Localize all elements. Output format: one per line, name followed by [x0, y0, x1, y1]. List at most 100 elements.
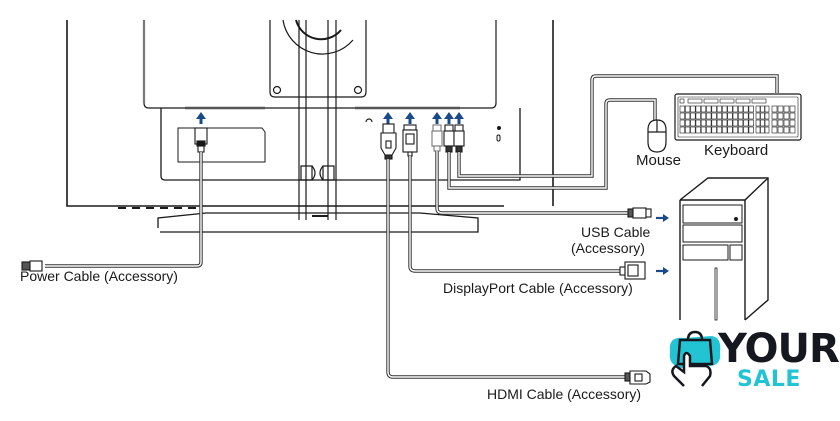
hdmi-cable-label: HDMI Cable (Accessory) [487, 386, 642, 402]
keyboard-key [700, 126, 707, 134]
keyboard-key [679, 112, 685, 120]
usb-upstream-cable [435, 151, 628, 215]
keyboard-key [700, 105, 707, 113]
keyboard-key [722, 119, 728, 127]
keyboard-key [748, 119, 754, 127]
dp-right-arrow-icon [656, 267, 669, 275]
keyboard-key [695, 119, 701, 127]
mouse-icon [647, 119, 667, 153]
keyboard-key [789, 112, 796, 120]
headphone-port-icon [365, 118, 373, 123]
keyboard-key [737, 126, 744, 134]
keyboard-key [748, 112, 754, 120]
usb-up-arrow-icon [432, 112, 442, 124]
keyboard-key [751, 98, 767, 104]
hdmi-plug-icon [380, 123, 397, 160]
hdmi-cable-end-icon [624, 370, 651, 385]
keyboard-key [777, 126, 784, 134]
usb-upstream-plug-icon [431, 124, 443, 152]
keyboard-key [777, 112, 784, 120]
keyboard-key [737, 119, 744, 127]
keyboard-key [719, 98, 735, 104]
monitor-back [66, 20, 554, 209]
keyboard-key [706, 119, 712, 127]
usb-cable-label-line2: (Accessory) [571, 240, 645, 256]
keyboard-key [760, 119, 765, 127]
keyboard-key [783, 112, 790, 120]
keyboard-key [789, 119, 796, 127]
keyboard-key [771, 119, 778, 127]
keyboard-key [727, 105, 733, 113]
usb-right-arrow-icon [656, 214, 669, 222]
keyboard-key [743, 112, 749, 120]
keyboard-key [764, 112, 770, 120]
pc-arrows [656, 214, 669, 275]
keyboard-key [732, 112, 738, 120]
watermark-sale: SALE [737, 367, 801, 392]
displayport-plug-icon [402, 124, 418, 157]
keyboard-key [690, 112, 696, 120]
usb-cable-label-line1: USB Cable [581, 224, 651, 240]
keyboard-key [764, 105, 770, 113]
keyboard-key [789, 126, 796, 134]
keyboard-key [748, 105, 754, 113]
keyboard-key [684, 105, 691, 113]
monitor-connectors [194, 123, 465, 160]
keyboard-key [695, 112, 701, 120]
keyboard-key [679, 126, 685, 134]
keyboard-key [711, 119, 717, 127]
kensington-lock-icon [496, 126, 501, 142]
keyboard-key [690, 126, 696, 134]
displayport-cable-label: DisplayPort Cable (Accessory) [443, 280, 633, 296]
keyboard-key [695, 105, 701, 113]
keyboard-key [755, 105, 761, 113]
keyboard-key [711, 126, 717, 134]
keyboard-key [706, 105, 712, 113]
keyboard-key [777, 119, 784, 127]
keyboard-key [764, 126, 770, 134]
keyboard-key [760, 126, 765, 134]
keyboard-key [735, 98, 751, 104]
keyboard-key [760, 112, 765, 120]
keyboard-key [727, 126, 733, 134]
keyboard-key [760, 105, 765, 113]
keyboard-key [679, 119, 685, 127]
keyboard-key [764, 119, 770, 127]
usb-down1-arrow-icon [444, 112, 454, 124]
keyboard-key [706, 126, 712, 134]
keyboard-key [783, 119, 790, 127]
keyboard-key [722, 105, 728, 113]
keyboard-key [687, 98, 703, 104]
dp-arrow-icon [405, 112, 415, 124]
keyboard-key [711, 105, 717, 113]
keyboard-key [679, 98, 685, 104]
usb-cable-end-icon [627, 207, 652, 219]
usb-downstream-plug2-icon [453, 124, 465, 153]
keyboard-key [690, 105, 696, 113]
displayport-cable-end-icon [619, 261, 646, 280]
power-cable-end-icon [21, 260, 43, 272]
stand [157, 20, 479, 233]
watermark-your: YOUR [718, 326, 840, 372]
power-arrow-icon [196, 112, 206, 124]
keyboard-key [706, 112, 712, 120]
keyboard-key [722, 126, 728, 134]
keyboard-key [783, 105, 790, 113]
keyboard-key [732, 126, 738, 134]
keyboard-key [771, 105, 778, 113]
keyboard-icon [674, 93, 802, 141]
power-plug-icon [194, 127, 208, 153]
keyboard-key [743, 105, 749, 113]
usb-downstream-plug1-icon [443, 124, 455, 153]
keyboard-key [743, 126, 749, 134]
keyboard-key [716, 119, 722, 127]
vesa-mount [269, 19, 367, 98]
keyboard-key [684, 126, 691, 134]
keyboard-key [679, 105, 685, 113]
keyboard-key [771, 126, 778, 134]
keyboard-key [737, 105, 744, 113]
hdmi-arrow-icon [383, 112, 393, 124]
keyboard-key [771, 112, 778, 120]
port-arrows [196, 112, 464, 124]
